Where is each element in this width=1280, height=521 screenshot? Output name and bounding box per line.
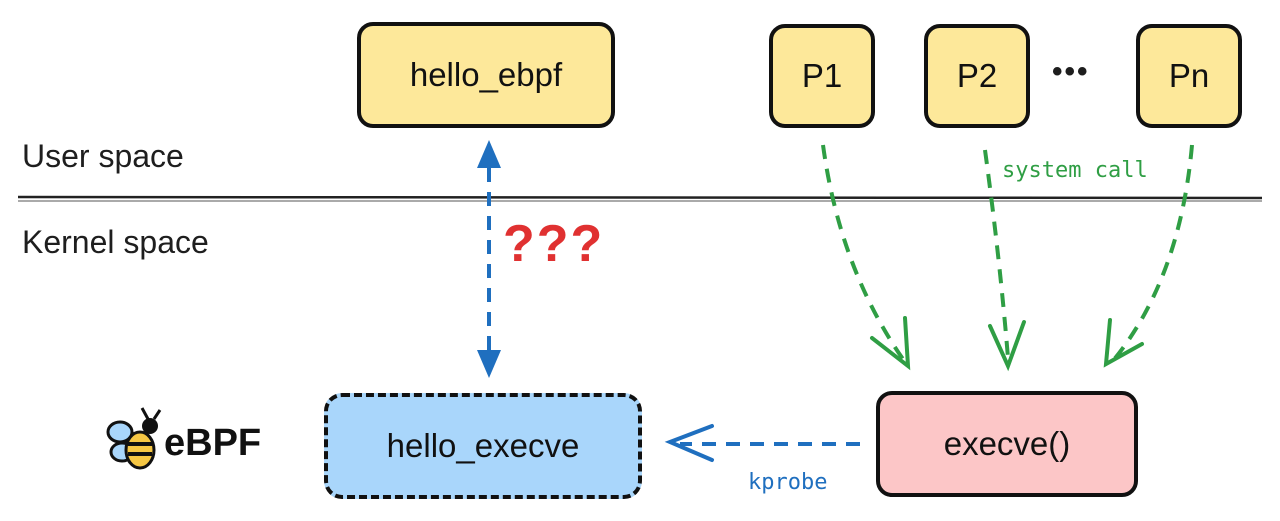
process-p2-box: P2 — [924, 24, 1030, 128]
p1-arrow-head — [870, 316, 911, 371]
arrow-head-up — [477, 140, 501, 168]
p2-syscall-arrow — [983, 149, 1010, 359]
kprobe-arrow-head — [664, 424, 714, 462]
hello-ebpf-box: hello_ebpf — [357, 22, 615, 128]
bee-icon — [106, 407, 162, 470]
pn-syscall-arrow — [1110, 144, 1194, 364]
system-call-label: system call — [1002, 158, 1148, 183]
process-ellipsis: ••• — [1052, 55, 1090, 88]
p1-label: P1 — [801, 57, 843, 94]
kprobe-label: kprobe — [748, 470, 828, 495]
hello-execve-box: hello_execve — [324, 393, 642, 499]
process-p1-box: P1 — [769, 24, 875, 128]
hello-execve-label: hello_execve — [386, 427, 580, 464]
pn-label: Pn — [1168, 57, 1210, 94]
execve-box: execve() — [876, 391, 1138, 497]
hello-ebpf-label: hello_ebpf — [409, 56, 563, 93]
ebpf-logo-text: eBPF — [164, 422, 262, 464]
p1-syscall-arrow — [821, 144, 907, 364]
arrow-head-down — [477, 350, 501, 378]
question-marks: ??? — [503, 215, 605, 273]
kernel-space-label: Kernel space — [22, 224, 209, 260]
p2-arrow-head — [988, 320, 1026, 372]
pn-arrow-head — [1103, 318, 1144, 368]
user-space-label: User space — [22, 138, 184, 174]
p2-label: P2 — [956, 57, 998, 94]
execve-label: execve() — [943, 425, 1071, 462]
space-divider — [17, 195, 1263, 200]
process-pn-box: Pn — [1136, 24, 1242, 128]
